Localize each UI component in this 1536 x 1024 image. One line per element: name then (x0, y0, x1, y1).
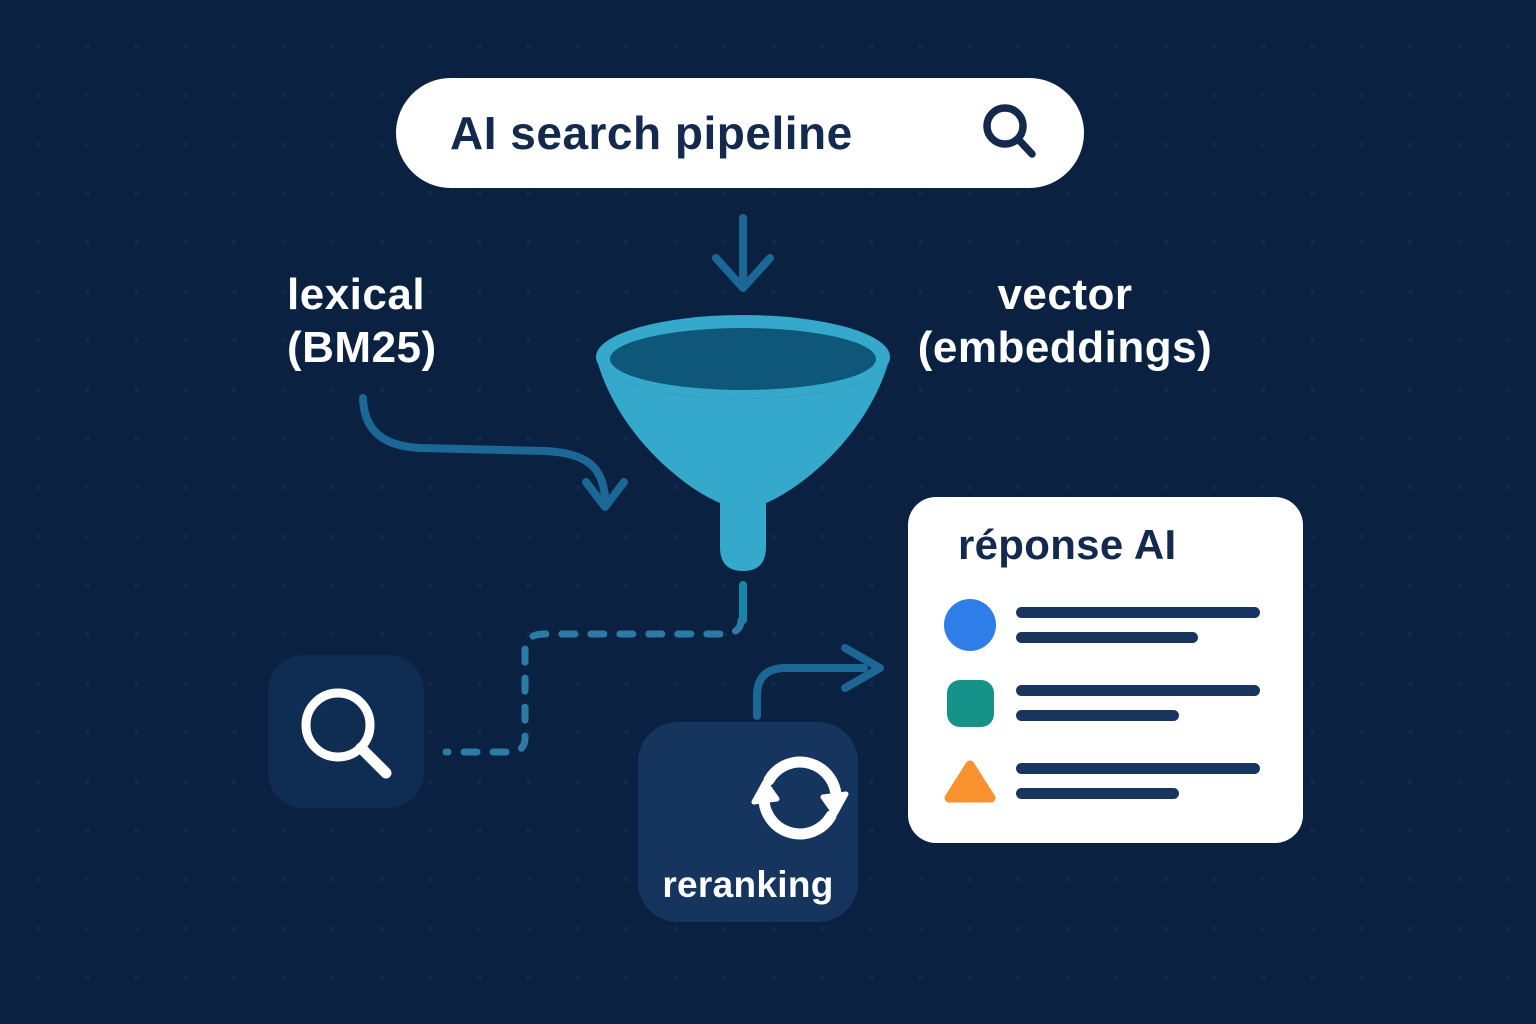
square-marker-icon (942, 675, 998, 731)
reranking-to-card-arrow (753, 664, 868, 720)
search-bar[interactable]: AI search pipeline (396, 78, 1084, 188)
reranking-to-card-arrow-head-icon (841, 644, 884, 692)
skeleton-line (1016, 788, 1179, 799)
skeleton-line (1016, 632, 1198, 643)
result-item (942, 675, 1260, 731)
search-query-text: AI search pipeline (450, 107, 853, 159)
label-lexical-line1: lexical (287, 270, 426, 319)
label-vector-line2: (embeddings) (917, 323, 1213, 372)
dashed-connector (442, 616, 745, 756)
skeleton-line (1016, 710, 1179, 721)
result-text-lines (1016, 607, 1260, 643)
label-vector-embeddings: vector (embeddings) (895, 268, 1235, 374)
magnifier-icon (301, 688, 392, 779)
funnel-opening (610, 328, 876, 390)
response-card: réponse AI (908, 497, 1303, 843)
search-icon[interactable] (978, 101, 1044, 167)
label-lexical-line2: (BM25) (287, 323, 437, 372)
skeleton-line (1016, 685, 1260, 696)
result-item (942, 753, 1260, 809)
funnel-cone (596, 357, 890, 571)
circle-marker-icon (942, 597, 998, 653)
sync-arrows-icon (751, 756, 849, 840)
triangle-marker-icon (942, 753, 998, 809)
label-vector-line1: vector (997, 270, 1133, 319)
lexical-search-box[interactable] (268, 655, 424, 808)
down-arrow-head-icon (712, 254, 774, 292)
skeleton-line (1016, 607, 1260, 618)
funnel-icon (596, 315, 890, 571)
result-item (942, 597, 1260, 653)
lexical-branch-arrow-head-icon (582, 478, 628, 511)
lexical-branch-arrow (359, 394, 609, 500)
reranking-box[interactable]: reranking (638, 722, 858, 922)
skeleton-line (1016, 763, 1260, 774)
result-text-lines (1016, 763, 1260, 799)
response-card-title: réponse AI (958, 521, 1177, 568)
result-text-lines (1016, 685, 1260, 721)
label-lexical-bm25: lexical (BM25) (287, 268, 437, 374)
reranking-label: reranking (662, 864, 834, 905)
